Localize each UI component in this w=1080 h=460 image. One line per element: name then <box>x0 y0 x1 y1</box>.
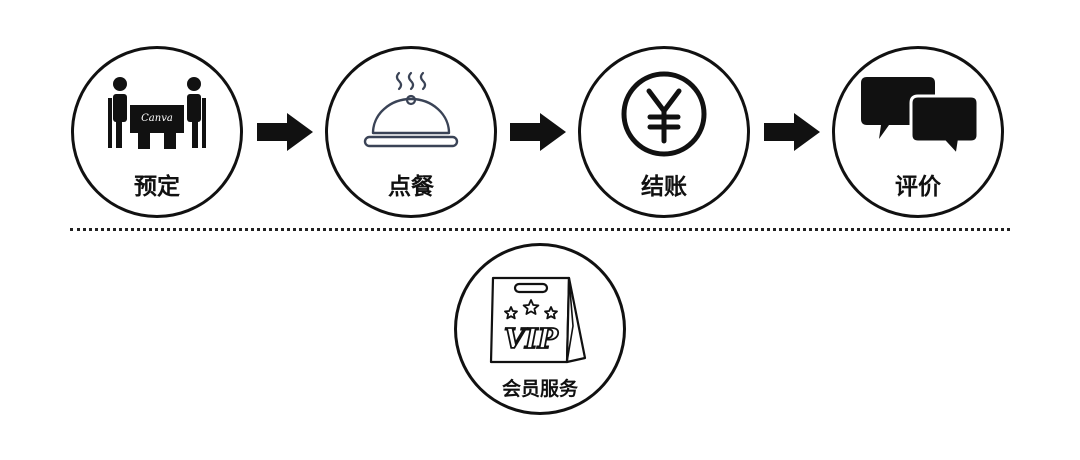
vip-bag-icon: VIP <box>489 276 587 364</box>
flow-step-reserve: Canva 预定 <box>71 46 243 218</box>
vip-text: VIP <box>504 324 559 355</box>
step-label: 预定 <box>134 174 180 200</box>
member-service-node: VIP 会员服务 <box>454 243 626 415</box>
yuan-coin-icon <box>621 71 707 157</box>
speech-bubbles-icon <box>861 77 980 159</box>
arrow-right-icon <box>257 113 313 151</box>
flow-step-checkout: 结账 <box>578 46 750 218</box>
step-label: 评价 <box>895 174 941 200</box>
arrow-right-icon <box>510 113 566 151</box>
cloche-icon <box>363 71 459 148</box>
flow-step-review: 评价 <box>832 46 1004 218</box>
step-label: 点餐 <box>388 174 434 200</box>
step-label: 结账 <box>641 174 687 200</box>
arrow-right-icon <box>764 113 820 151</box>
flow-step-order: 点餐 <box>325 46 497 218</box>
step-label: 会员服务 <box>501 378 578 400</box>
table-logo-text: Canva <box>141 113 173 124</box>
dotted-divider <box>70 228 1010 231</box>
dining-table-icon: Canva <box>108 77 206 149</box>
